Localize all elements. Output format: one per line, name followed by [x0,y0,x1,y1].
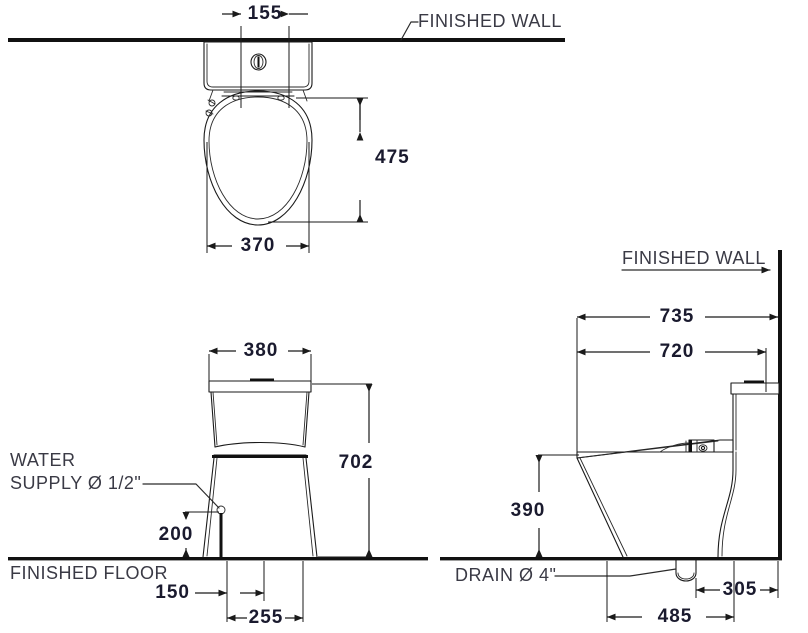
front-water-supply-inlet [216,505,226,557]
dim-side-720-value: 720 [660,341,695,362]
dim-front-150: 150 [155,561,265,603]
dim-front-150-value: 150 [155,582,190,603]
dim-front-380-value: 380 [244,340,279,361]
dim-front-255: 255 [226,561,304,628]
finished-floor-label: FINISHED FLOOR [10,563,168,583]
dim-plan-475-value: 475 [375,147,410,168]
plan-finished-wall-label-group: FINISHED WALL [400,11,562,41]
dim-front-380: 380 [208,340,312,382]
plan-flush-button [250,53,267,71]
dim-plan-155-value: 155 [248,3,283,24]
drain-label: DRAIN Ø 4" [455,565,556,585]
finished-wall-top-label: FINISHED WALL [418,11,562,31]
side-tank [730,380,780,453]
side-finished-wall-line [778,250,782,560]
dim-front-255-value: 255 [249,607,284,628]
front-elevation-view: FINISHED FLOOR [8,340,428,628]
dim-front-200: 200 [159,511,219,557]
drain-label-group: DRAIN Ø 4" [455,565,677,585]
dim-side-305: 305 [695,561,779,600]
water-supply-label-line2: SUPPLY Ø 1/2" [10,473,141,493]
dim-plan-475: 475 [268,97,410,223]
dim-front-200-value: 200 [159,524,194,545]
side-seat-lid [576,439,734,459]
front-tank [208,378,312,448]
dim-side-390-value: 390 [511,500,546,521]
finished-wall-right-label: FINISHED WALL [622,248,766,268]
side-drain-outlet [675,559,697,582]
dim-side-485: 485 [606,561,735,627]
front-bowl-pedestal [202,457,318,558]
side-elevation-view: FINISHED WALL [440,248,782,627]
side-bowl-body [576,451,737,558]
dim-plan-370: 370 [206,142,310,256]
plan-bowl-outline [203,89,313,226]
dim-side-485-value: 485 [658,606,693,627]
dim-plan-155: 155 [222,3,308,108]
side-finished-wall-label-group: FINISHED WALL [621,248,771,274]
dim-plan-370-value: 370 [241,235,276,256]
plan-finished-wall-line [8,38,565,42]
dim-side-305-value: 305 [723,579,758,600]
front-finished-floor-line [8,557,428,561]
water-supply-label-group: WATER SUPPLY Ø 1/2" [10,450,220,509]
side-finished-floor-line [440,557,782,561]
water-supply-label-line1: WATER [10,450,76,470]
dim-side-735-value: 735 [660,306,695,327]
dim-side-720: 720 [576,341,767,456]
dim-front-702-value: 702 [339,452,374,473]
dim-front-702: 702 [312,383,374,558]
dim-side-390: 390 [511,454,579,557]
plan-view: FINISHED WALL [8,3,565,256]
front-seat [212,441,308,458]
plan-tank [203,41,313,91]
